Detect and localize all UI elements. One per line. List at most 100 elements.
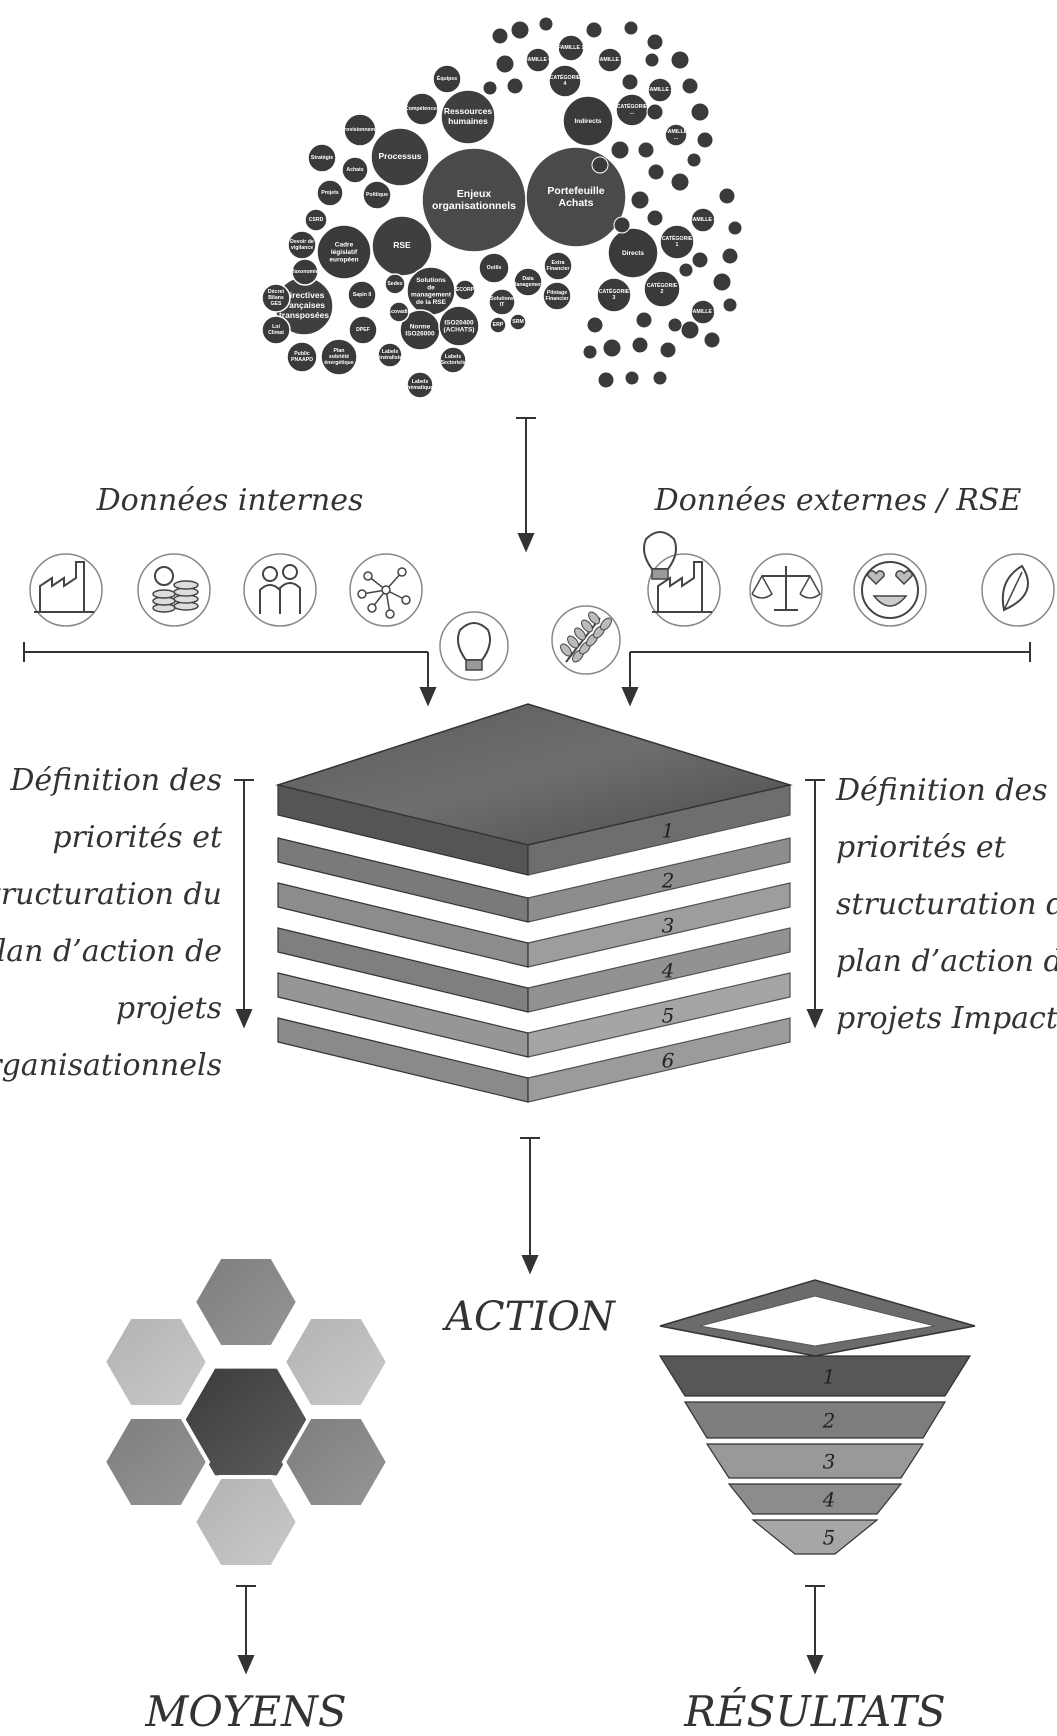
funnel-layer-number: 5 (823, 1526, 836, 1550)
bubble-label: ECORP (456, 287, 475, 293)
bubble-circle (320, 338, 358, 376)
right-definition-line: priorités et (836, 830, 1007, 865)
bubble-circle (341, 156, 369, 184)
bubble-label: Processus (379, 151, 422, 161)
left-definition-line: organisationnels (0, 1048, 222, 1083)
minor-bubble (712, 272, 732, 292)
funnel-layer-number: 2 (822, 1409, 836, 1433)
bubble: FAMILLE 2 (597, 47, 624, 73)
bubble-circle (291, 258, 319, 286)
stack-layer-right (527, 1017, 791, 1103)
stack-layer-right (527, 784, 791, 876)
bubble-circle (664, 123, 688, 147)
lightbulb-icon (439, 611, 509, 681)
bubble: SRM (509, 313, 527, 331)
bubble-label: Sedex (387, 281, 402, 287)
left-definition-line: Définition des (9, 763, 222, 798)
bubble-circle (525, 47, 551, 73)
hex-lower-right (281, 1415, 391, 1509)
wheat-icon (551, 605, 621, 675)
left-definition-text: Définition des priorités et structuration … (0, 763, 223, 1083)
left-definition-line: structuration du (0, 877, 222, 912)
stack-layer-right (527, 972, 791, 1058)
people-money-icon (137, 553, 211, 627)
minor-bubble (582, 344, 598, 360)
internal-icons-row (29, 553, 423, 627)
bubble-circle (384, 273, 406, 295)
bubble-circle (286, 341, 318, 373)
minor-bubble (510, 20, 530, 40)
left-definition-line: plan d’action de (0, 934, 222, 969)
bubble: FAMILLE... (664, 123, 688, 147)
bubble: Indirects (562, 95, 614, 147)
minor-bubble (652, 370, 668, 386)
bubble-circle (316, 224, 372, 280)
bubble-circle (440, 89, 496, 145)
funnel-layer-number: 1 (823, 1365, 836, 1389)
minor-bubble (644, 52, 660, 68)
bubble-circle (348, 315, 378, 345)
bubble: Achats (341, 156, 369, 184)
bubble-label: Compétences (405, 106, 439, 112)
bubble-circle (261, 315, 291, 345)
bubble-label: Outils (487, 265, 502, 271)
bubble-circle (542, 281, 572, 311)
right-definition-line: projets Impact3© (836, 1001, 1057, 1036)
bubble-circle (489, 316, 507, 334)
left-definition-line: priorités et (52, 820, 223, 855)
bubble-label: Directs (622, 250, 644, 257)
arrow-down-1 (516, 417, 536, 553)
bubble-label: Équipes (437, 74, 457, 82)
bubble-label: FAMILLE... (665, 129, 688, 141)
bubble-circle (362, 180, 392, 210)
bubble-label: FAMILLE 2 (597, 57, 624, 63)
bubble: FAMILLE 4 (690, 207, 716, 233)
moyens-hexagon-cluster (101, 1255, 391, 1569)
bubble-circle (438, 305, 480, 347)
bubble-circle (370, 127, 430, 187)
stack-layer-number: 1 (662, 819, 675, 843)
bubble-circle (347, 280, 377, 310)
funnel-layer (751, 1519, 879, 1555)
funnel-layer (705, 1443, 925, 1479)
minor-bubble (703, 331, 721, 349)
stack-layer-number: 2 (661, 869, 675, 893)
stack-layer-right (527, 882, 791, 968)
minor-bubble (610, 140, 630, 160)
stack-layer-number: 6 (662, 1049, 675, 1073)
bubble-circle (607, 227, 659, 279)
hex-upper-right (281, 1315, 391, 1409)
bubble-label: Achats (346, 167, 363, 173)
people-icon (243, 553, 317, 627)
bubble-label: SRM (512, 319, 524, 325)
network-icon (349, 553, 423, 627)
bubble-circle (548, 64, 582, 98)
hex-top (191, 1255, 301, 1349)
leaf-icon (981, 553, 1055, 627)
bubble-label: Ecovadis (388, 309, 411, 315)
